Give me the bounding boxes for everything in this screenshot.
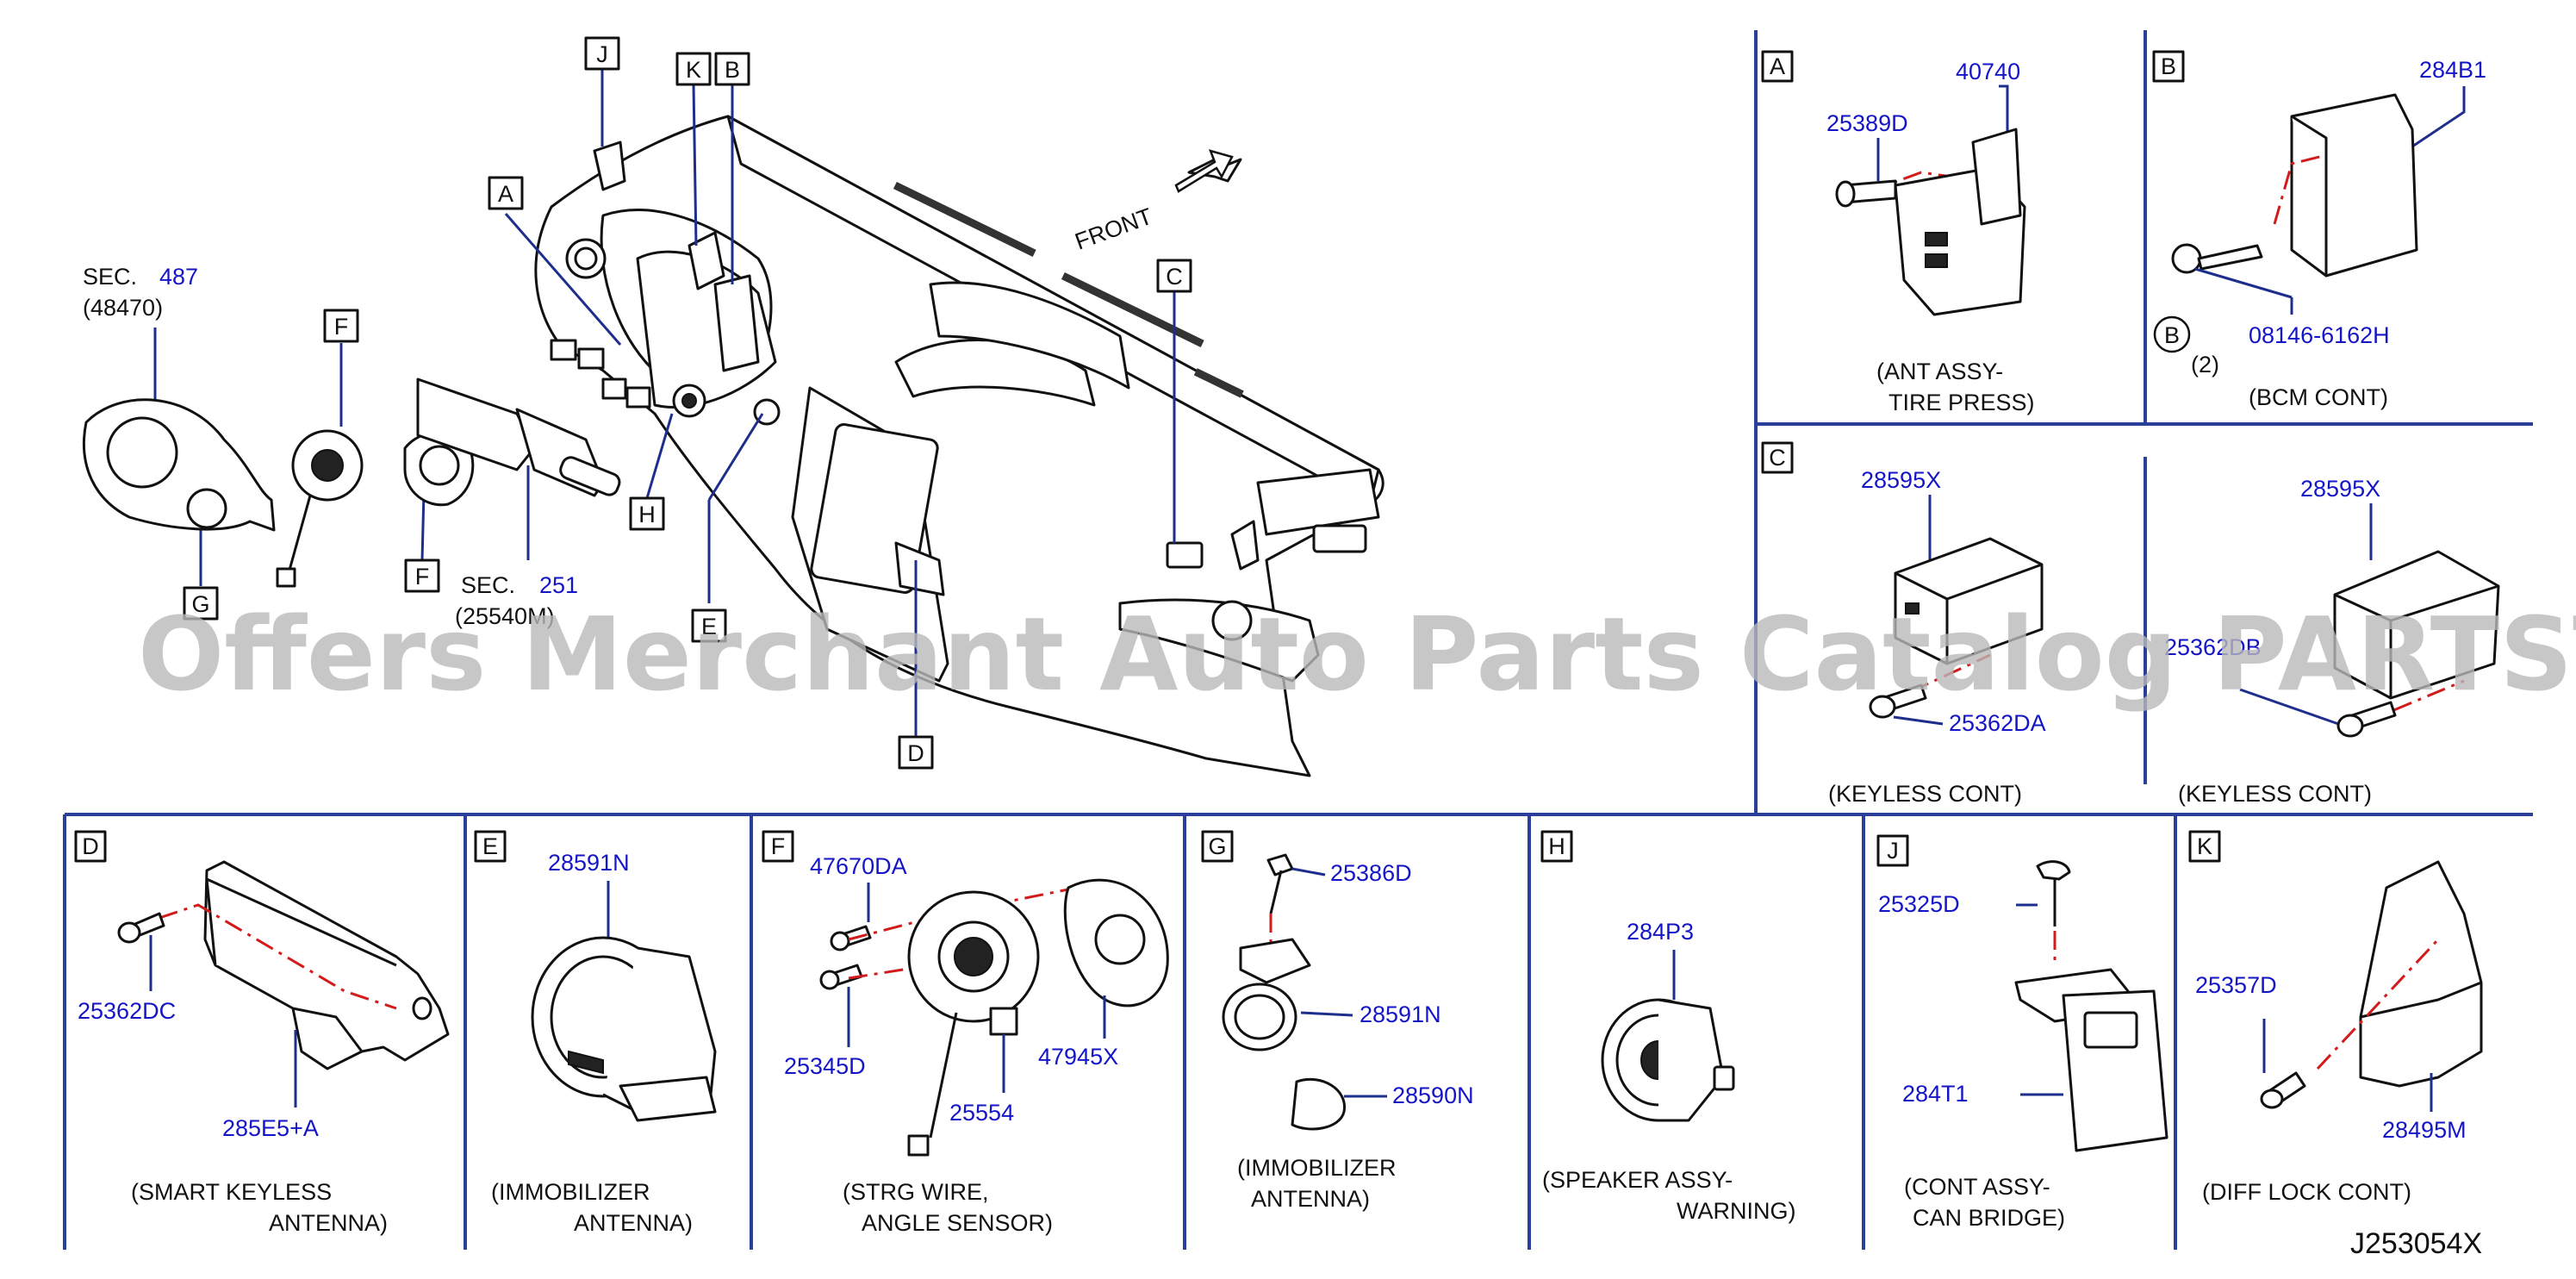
bolt-mark-b: [2153, 315, 2191, 353]
caption-d-1: (SMART KEYLESS: [131, 1179, 332, 1205]
panel-d: D 25362DC 285E5+A (SMART KEYLESS ANTENNA…: [74, 830, 450, 1236]
panel-k: K 25357D 28495M (DIFF LOCK CONT): [2188, 830, 2483, 1205]
pn-47670DA: 47670DA: [810, 853, 907, 879]
pn-25362DB: 25362DB: [2164, 634, 2262, 660]
callout-e: E: [701, 614, 717, 640]
caption-h-2: WARNING): [1677, 1198, 1795, 1224]
panel-c2: 28595X 25362DB (KEYLESS CONT): [2164, 476, 2500, 807]
panel-f: F 47670DA 25345D 25554 47945X (STRG WIRE…: [762, 830, 1169, 1236]
diagram-code: J253054X: [2350, 1227, 2482, 1260]
caption-a-2: TIRE PRESS): [1888, 390, 2035, 415]
main-dashboard-illustration: [534, 115, 1384, 777]
svg-text:H: H: [1548, 833, 1565, 859]
caption-e-1: (IMMOBILIZER: [491, 1179, 650, 1205]
svg-text:A: A: [1770, 53, 1785, 79]
svg-text:J: J: [1887, 838, 1899, 864]
pn-28591N-e: 28591N: [548, 850, 630, 876]
pn-25362DA: 25362DA: [1949, 710, 2046, 736]
pn-25386D: 25386D: [1330, 860, 1412, 886]
caption-b: (BCM CONT): [2249, 384, 2388, 410]
main-callout-boxes: J K B A C F H F G E D: [183, 36, 1192, 770]
pn-284T1: 284T1: [1902, 1081, 1969, 1107]
callout-b: B: [725, 57, 740, 83]
main-callout-leaders: [153, 67, 1176, 741]
pn-25357D: 25357D: [2195, 972, 2277, 998]
pn-25345D: 25345D: [784, 1053, 866, 1079]
pn-08146-6162H: 08146-6162H: [2249, 322, 2390, 348]
caption-g-1: (IMMOBILIZER: [1237, 1155, 1397, 1181]
callout-j: J: [596, 41, 608, 67]
panel-h: H 284P3 (SPEAKER ASSY- WARNING): [1540, 830, 1795, 1224]
sec-251-sub: (25540M): [455, 603, 555, 629]
caption-e-2: ANTENNA): [574, 1210, 693, 1236]
pn-284B1: 284B1: [2419, 57, 2486, 83]
caption-f-2: ANGLE SENSOR): [862, 1210, 1053, 1236]
svg-text:B: B: [2164, 322, 2180, 348]
svg-text:G: G: [1208, 833, 1226, 859]
pn-40740: 40740: [1956, 59, 2020, 84]
callout-f: F: [334, 314, 349, 340]
panel-dividers: [63, 30, 2533, 1250]
panel-e: E 28591N (IMMOBILIZER ANTENNA): [474, 830, 717, 1236]
sec-487-num: 487: [159, 264, 198, 290]
qty-b: (2): [2191, 352, 2219, 377]
sec-251-num: 251: [539, 572, 578, 598]
panel-g: G 25386D 28591N 28590N (IMMOBILIZER ANTE…: [1201, 830, 1474, 1212]
column-parts: [82, 377, 621, 588]
svg-text:B: B: [2161, 53, 2176, 79]
pn-28590N: 28590N: [1392, 1082, 1474, 1108]
module-d: [894, 541, 945, 596]
panel-c1: C 28595X 25362DA (KEYLESS CONT): [1761, 441, 2046, 807]
pn-28595X-1: 28595X: [1861, 467, 1941, 493]
callout-g: G: [191, 591, 209, 617]
front-label: FRONT: [1072, 203, 1156, 255]
module-k: [688, 231, 725, 290]
callout-a: A: [498, 181, 513, 207]
svg-text:F: F: [771, 833, 786, 859]
watermark: Offers Merchant Auto Parts Catalog PARTS…: [138, 595, 2576, 714]
caption-h-1: (SPEAKER ASSY-: [1542, 1167, 1733, 1193]
pn-28595X-2: 28595X: [2300, 476, 2380, 502]
pn-25362DC: 25362DC: [78, 998, 176, 1024]
sec-251-prefix: SEC.: [461, 572, 515, 598]
caption-j-2: CAN BRIDGE): [1913, 1205, 2065, 1231]
pn-25389D: 25389D: [1826, 110, 1908, 136]
callout-c: C: [1166, 264, 1183, 290]
svg-text:C: C: [1769, 445, 1786, 471]
caption-c2: (KEYLESS CONT): [2178, 781, 2372, 807]
pn-284P3: 284P3: [1627, 919, 1694, 945]
pn-25554: 25554: [949, 1100, 1014, 1126]
caption-d-2: ANTENNA): [269, 1210, 388, 1236]
callout-k: K: [686, 57, 701, 83]
pn-285E5-A: 285E5+A: [222, 1115, 319, 1141]
caption-k: (DIFF LOCK CONT): [2202, 1179, 2411, 1205]
front-arrow-icon: [1174, 149, 1234, 193]
sec-487-prefix: SEC.: [83, 264, 137, 290]
panel-j: J 25325D 284T1 (CONT ASSY- CAN BRIDGE): [1876, 834, 2168, 1231]
pn-28591N-g: 28591N: [1360, 1001, 1441, 1027]
module-b: [713, 274, 760, 372]
svg-text:D: D: [82, 833, 99, 859]
panel-b: B 284B1 08146-6162H B (2) (BCM CONT): [2152, 50, 2486, 410]
caption-j-1: (CONT ASSY-: [1904, 1174, 2050, 1200]
caption-c1: (KEYLESS CONT): [1828, 781, 2022, 807]
callout-d: D: [907, 740, 924, 766]
pn-25325D: 25325D: [1878, 891, 1960, 917]
callout-h: H: [638, 502, 656, 527]
callout-f2: F: [415, 564, 430, 590]
panel-a: A 40740 25389D (ANT ASSY- TIRE PRESS): [1761, 50, 2035, 415]
caption-a-1: (ANT ASSY-: [1876, 359, 2003, 384]
sec-487-sub: (48470): [83, 295, 163, 321]
pn-28495M: 28495M: [2382, 1117, 2467, 1143]
caption-f-1: (STRG WIRE,: [843, 1179, 989, 1205]
pn-47945X: 47945X: [1038, 1044, 1118, 1070]
caption-g-2: ANTENNA): [1251, 1186, 1370, 1212]
module-j: [593, 140, 626, 191]
svg-text:K: K: [2197, 833, 2212, 859]
svg-text:E: E: [482, 833, 498, 859]
